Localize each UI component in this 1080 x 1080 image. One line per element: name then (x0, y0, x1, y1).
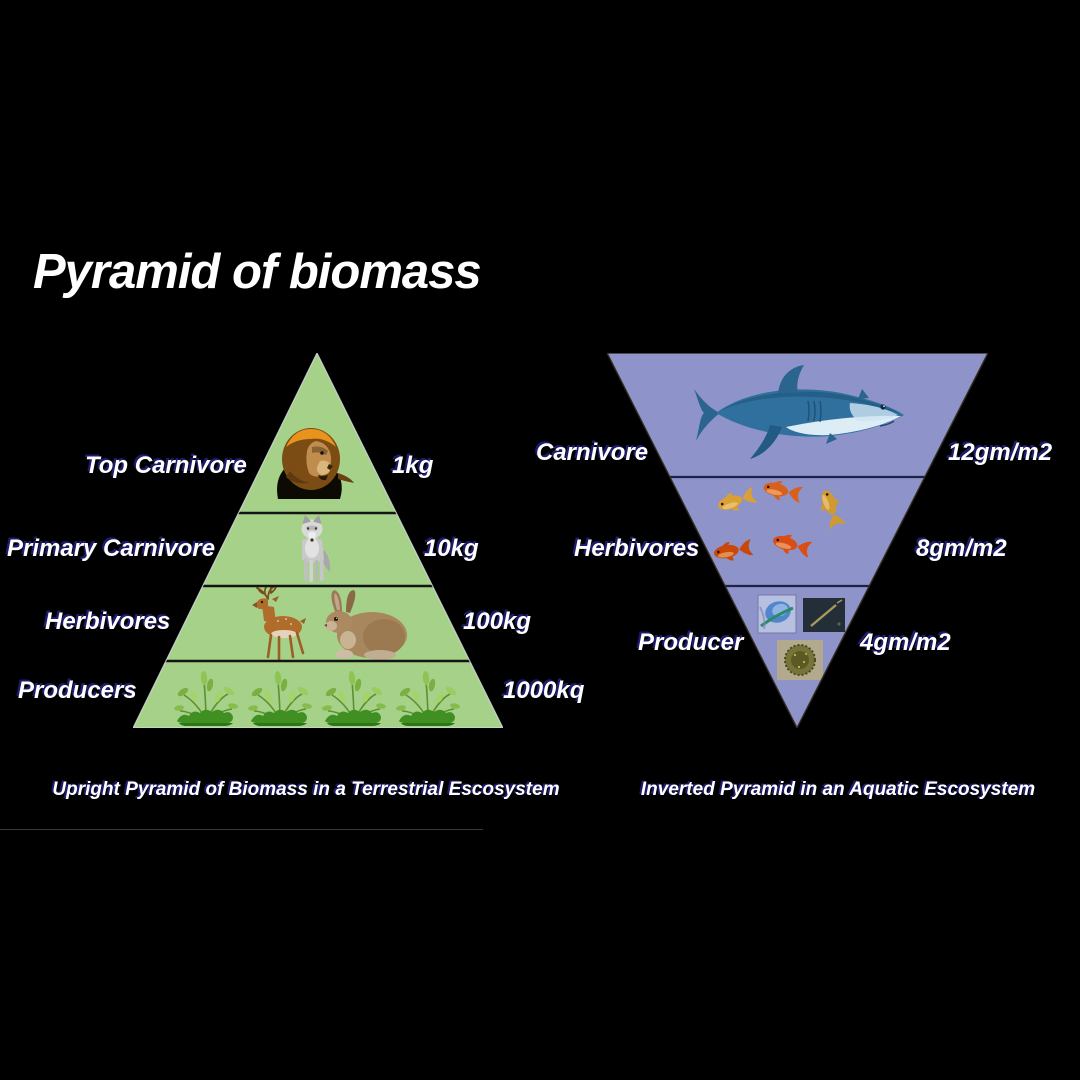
aquatic-level-label-carnivore: Carnivore (536, 439, 649, 466)
terrestrial-level-label-herbivores: Herbivores (45, 608, 171, 635)
aquatic-level-label-producer: Producer (638, 629, 744, 656)
page-title: Pyramid of biomass (33, 245, 482, 299)
terrestrial-caption: Upright Pyramid of Biomass in a Terrestr… (52, 779, 560, 800)
panel-edge-line (0, 829, 483, 830)
aquatic-level-value-herbivores: 8gm/m2 (916, 535, 1007, 562)
terrestrial-pyramid (133, 353, 503, 728)
rabbit-icon (324, 590, 407, 660)
terrestrial-level-label-top-carnivore: Top Carnivore (85, 452, 247, 479)
terrestrial-level-value-herbivores: 100kg (463, 608, 532, 635)
deer-icon (252, 585, 306, 661)
shark-icon (694, 365, 904, 459)
terrestrial-level-value-top-carnivore: 1kg (392, 452, 434, 479)
aquatic-pyramid (607, 353, 988, 728)
plankton-icon (757, 594, 845, 680)
terrestrial-level-label-primary-carnivore: Primary Carnivore (7, 535, 216, 562)
terrestrial-level-value-primary-carnivore: 10kg (424, 535, 479, 562)
aquatic-level-value-producer: 4gm/m2 (860, 629, 951, 656)
terrestrial-level-value-producers: 1000kq (503, 677, 585, 704)
aquatic-level-value-carnivore: 12gm/m2 (948, 439, 1053, 466)
lion-icon (277, 428, 354, 499)
terrestrial-level-label-producers: Producers (18, 677, 137, 704)
aquatic-caption: Inverted Pyramid in an Aquatic Escosyste… (640, 779, 1036, 800)
aquatic-level-label-herbivores: Herbivores (574, 535, 700, 562)
wolf-icon (301, 515, 331, 582)
